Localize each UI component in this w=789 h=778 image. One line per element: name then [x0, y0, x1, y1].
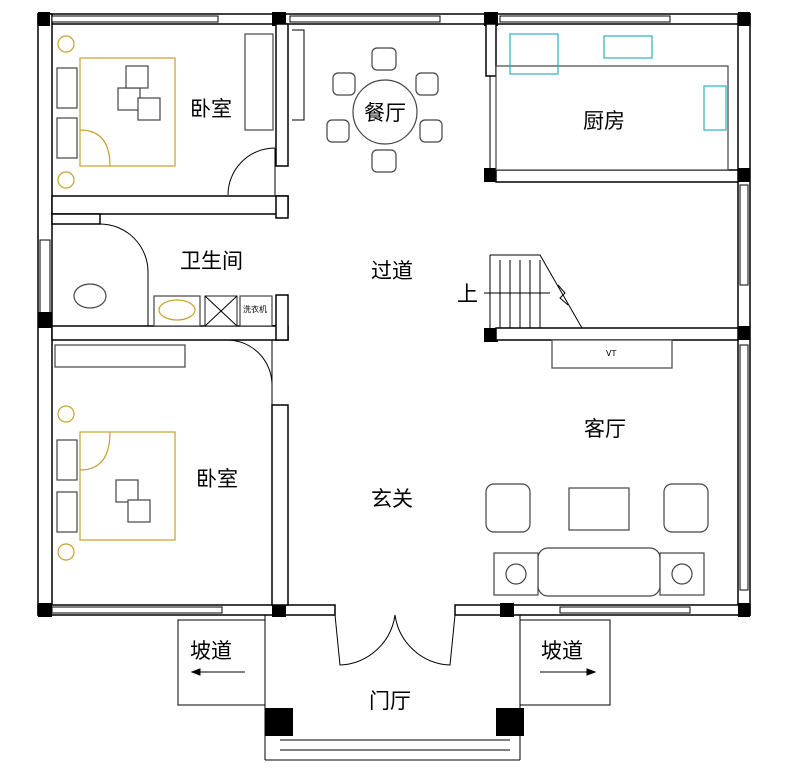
doors: [99, 29, 456, 666]
ramp-label-left: 坡道: [190, 639, 232, 663]
windows: [39, 15, 749, 614]
stairs-up-label: 上: [457, 282, 478, 306]
interior-walls: [51, 23, 739, 606]
room-label-dining: 餐厅: [364, 101, 406, 125]
room-label-bedroom-bottom: 卧室: [196, 467, 238, 491]
stairs[interactable]: [484, 254, 583, 329]
room-label-bathroom: 卫生间: [180, 249, 243, 273]
room-label-foyer: 玄关: [371, 487, 413, 511]
room-label-corridor: 过道: [371, 259, 413, 283]
room-label-kitchen: 厨房: [583, 109, 625, 133]
kitchen-fixtures: [495, 33, 729, 171]
tv-label: VT: [606, 349, 616, 358]
entrance: [177, 615, 611, 761]
room-label-living: 客厅: [584, 417, 626, 441]
room-label-bedroom-top: 卧室: [190, 97, 232, 121]
bathroom-fixtures: 洗衣机: [73, 283, 273, 327]
bed-bottom: [54, 344, 186, 561]
ramp-label-right: 坡道: [541, 639, 583, 663]
bed-top: [56, 33, 274, 189]
living-furniture: VT: [485, 339, 709, 597]
room-label-entrance-hall: 门厅: [369, 689, 411, 713]
dining-table: [326, 47, 443, 173]
pillars: [38, 12, 750, 736]
washer-label: 洗衣机: [243, 304, 267, 314]
